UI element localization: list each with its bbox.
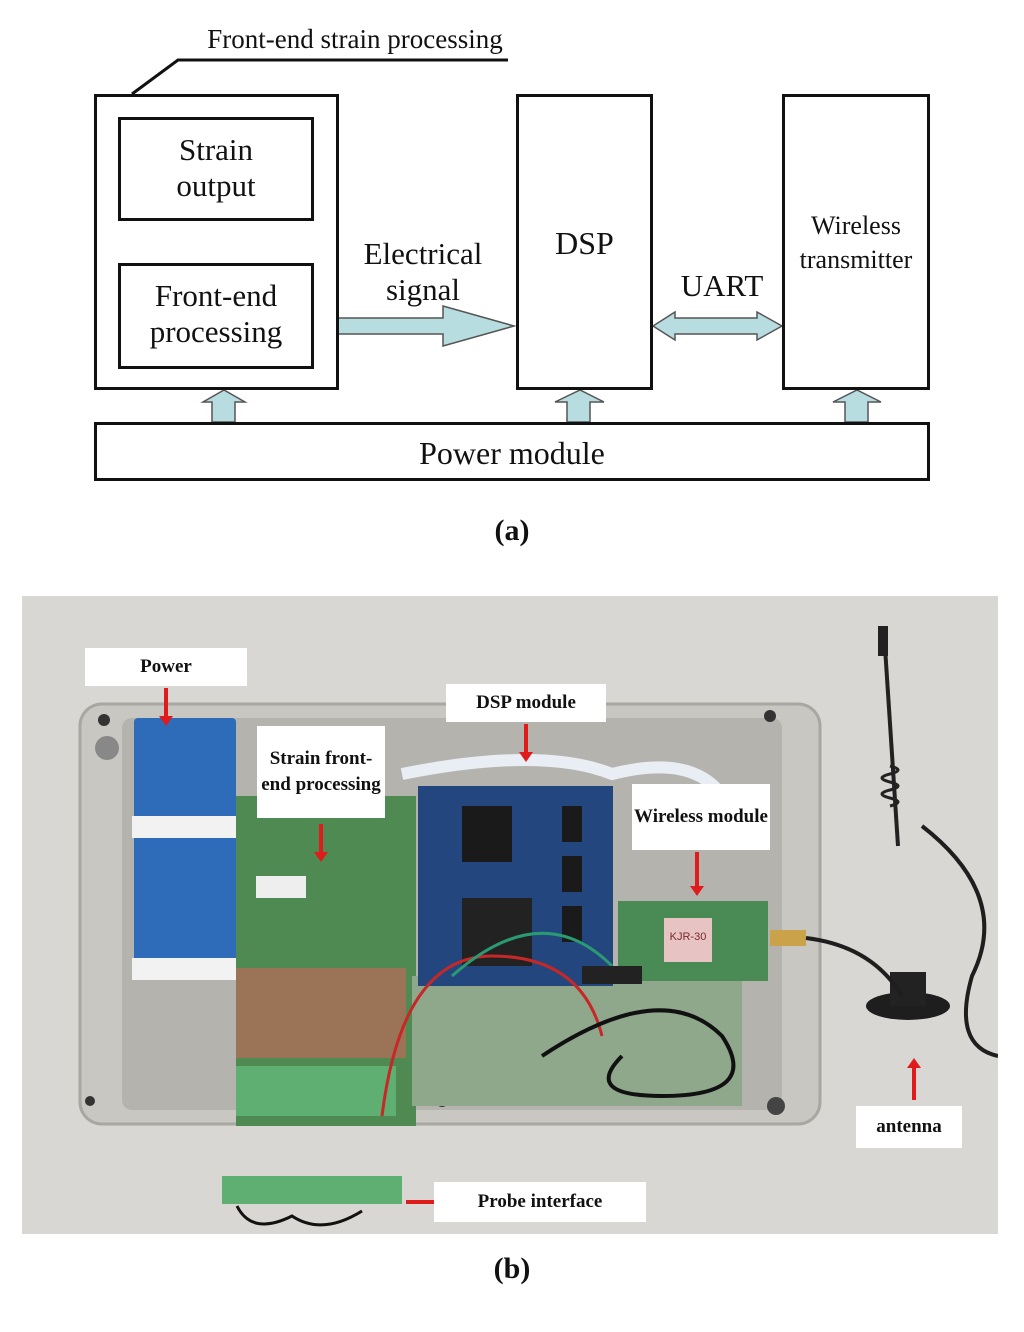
label-probe-interface: Probe interface [434,1182,646,1222]
antenna-whip [882,631,900,847]
electrical-signal-label: Electrical signal [363,236,483,307]
caption-a: (a) [494,514,530,547]
pointer-dsp-module [519,724,533,762]
wireless-transmitter-block: Wireless transmitter [782,94,930,390]
battery [134,718,236,968]
dsp-label: DSP [555,225,614,261]
dsp-block: DSP [516,94,653,390]
label-dsp-module: DSP module [446,684,606,722]
pointer-strain-front-end [314,824,328,862]
power-module-label: Power module [419,435,605,471]
front-end-processing-label: Front-end processing [149,278,283,349]
group-label: Front-end strain processing [207,24,503,54]
caption-b: (b) [493,1252,531,1285]
wireless-transmitter-label: Wireless transmitter [799,211,913,274]
arrow-power-to-frontend [200,389,248,423]
terminal-block [236,1066,396,1116]
pointer-wireless-module [690,852,704,896]
pointer-power [159,688,173,726]
power-module-block: Power module [94,422,930,481]
pointer-probe-interface [406,1200,434,1204]
module-chip-text: KJR-30 [670,931,707,943]
strain-output-label: Strain output [176,132,256,203]
uart-label: UART [680,268,764,303]
arrow-electrical-signal [311,305,517,347]
strain-output-block: Strain output [118,117,314,221]
label-strain-front-end: Strain front-end processing [257,726,385,818]
arrow-uart [651,310,784,342]
group-leader-line [131,58,508,96]
diagram-connectors [131,58,882,423]
label-power: Power [85,648,247,686]
hardware-photo: KJR-30 Power Strain front-end processing… [22,596,998,1234]
front-end-processing-block: Front-end processing [118,263,314,369]
label-antenna: antenna [856,1106,962,1148]
arrow-power-to-dsp [554,389,605,423]
pointer-antenna [907,1058,921,1100]
label-wireless-module: Wireless module [632,784,770,850]
arrow-power-to-wireless [832,389,882,423]
